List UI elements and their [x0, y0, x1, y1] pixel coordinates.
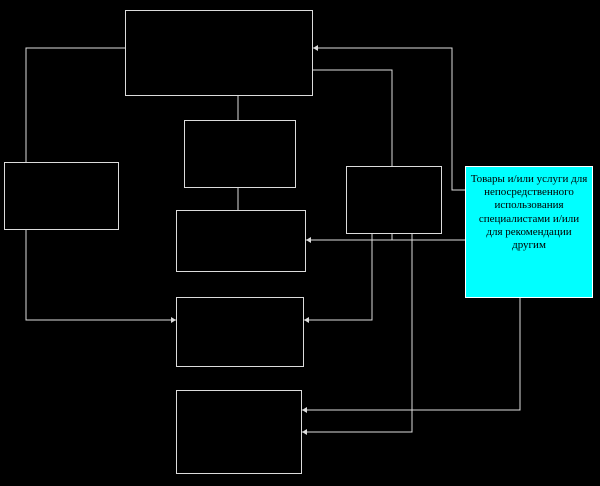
edge-goods-to-producers	[313, 47, 465, 191]
node-specialized-center-label: Посреднические специализированные дистри…	[195, 136, 285, 171]
node-retail-wholesale-label: РОЗНИЧНЫЕ И ОПТОВЫЕ ТОРГОВЦЫ	[186, 229, 296, 252]
edge-producers-to-left-intermediary	[25, 47, 125, 162]
edge-goods-to-institutional	[302, 298, 521, 411]
node-goods-services-label: Товары и/или услуги для непосредственног…	[470, 173, 588, 251]
edge-left-intermediary-to-individuals	[25, 230, 176, 321]
edge-right-intermediary-to-retail	[306, 234, 393, 241]
node-institutional: ГОСУДАРСТВО, ОБЩЕСТВЕННЫЕ ИНСТИТУТЫ И ГР…	[176, 390, 302, 474]
node-intermediaries-left: Посреднические фирмы -дистрибьюторы	[4, 162, 119, 230]
node-individual-consumers: ИНДИВИДУАЛЬНЫЕ ПОТРЕБИТЕЛИ	[176, 297, 304, 367]
edge-goods-to-institutional-arrowhead	[302, 407, 307, 413]
node-goods-services: Товары и/или услуги для непосредственног…	[465, 166, 593, 298]
edge-producers-to-right-intermediary	[313, 69, 393, 166]
node-producers-label: ПРОИЗВОДИТЕЛИ в области медицинской иди …	[167, 29, 271, 76]
node-individual-consumers-label: ИНДИВИДУАЛЬНЫЕ ПОТРЕБИТЕЛИ	[190, 320, 290, 343]
node-intermediaries-left-label: Посреднические фирмы -дистрибьюторы	[26, 178, 97, 213]
edge-left-intermediary-to-individuals-arrowhead	[171, 317, 176, 323]
edge-goods-to-producers-arrowhead	[313, 45, 318, 51]
node-institutional-label: ГОСУДАРСТВО, ОБЩЕСТВЕННЫЕ ИНСТИТУТЫ И ГР…	[195, 408, 283, 455]
edge-institutional-loop-arrowhead	[302, 429, 307, 435]
node-specialized-center: Посреднические специализированные дистри…	[184, 120, 296, 188]
node-producers: ПРОИЗВОДИТЕЛИ в области медицинской иди …	[125, 10, 313, 96]
node-retail-wholesale: РОЗНИЧНЫЕ И ОПТОВЫЕ ТОРГОВЦЫ	[176, 210, 306, 272]
edge-right-intermediary-to-individuals	[304, 234, 373, 321]
edge-right-intermediary-to-individuals-arrowhead	[304, 317, 309, 323]
edge-institutional-loop	[302, 234, 413, 433]
node-intermediaries-right: Посреднические специализация на "медицин…	[346, 166, 442, 234]
node-intermediaries-right-label: Посреднические специализация на "медицин…	[356, 176, 432, 223]
